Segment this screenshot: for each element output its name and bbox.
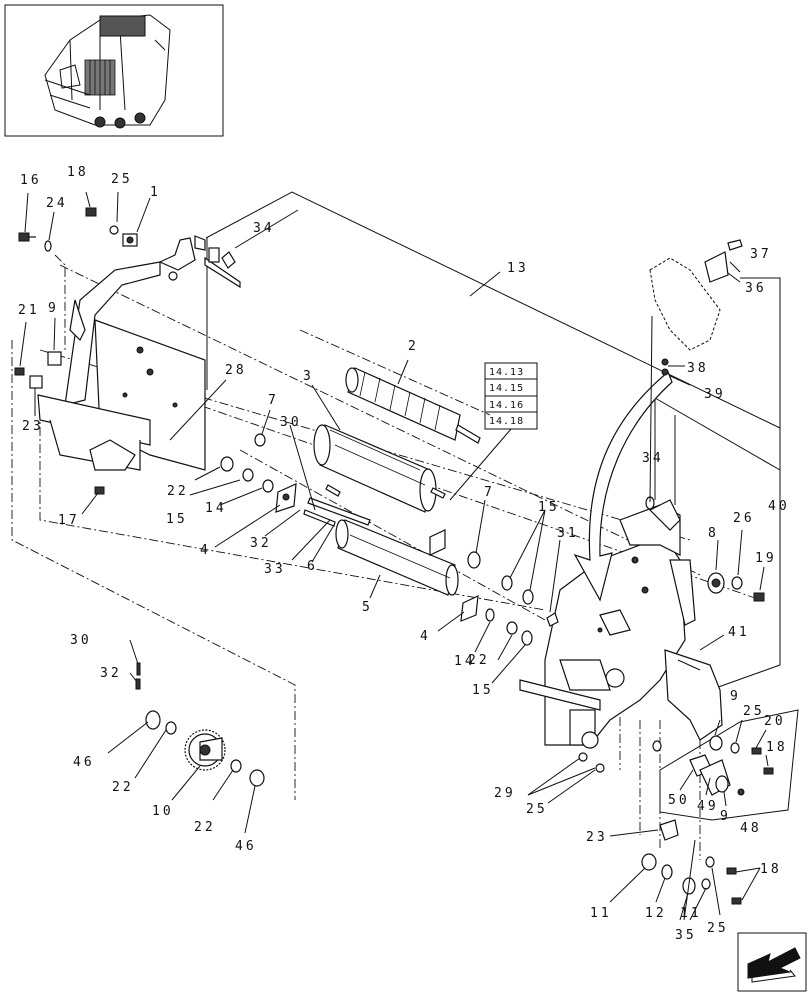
callout-16[interactable]: 16: [20, 173, 42, 188]
callout-40[interactable]: 40: [768, 499, 790, 514]
sprocket-assembly-part-10[interactable]: [135, 662, 265, 787]
callout-22[interactable]: 22: [112, 780, 134, 795]
callout-11[interactable]: 11: [590, 906, 612, 921]
callout-18[interactable]: 18: [760, 862, 782, 877]
callout-3[interactable]: 3: [303, 369, 314, 384]
leader-lines: [205, 191, 781, 691]
sprocket-gear: [184, 729, 226, 771]
reference-entry[interactable]: 14.18: [489, 416, 524, 427]
assembly-direction-arrow: [573, 371, 673, 602]
callout-31[interactable]: 31: [557, 526, 579, 541]
callout-7[interactable]: 7: [268, 393, 279, 408]
reference-entry[interactable]: 14.16: [489, 400, 524, 411]
callout-28[interactable]: 28: [225, 363, 247, 378]
callout-30[interactable]: 30: [280, 415, 302, 430]
drive-shaft-part-6[interactable]: [303, 497, 371, 527]
callout-25[interactable]: 25: [526, 802, 548, 817]
callout-22[interactable]: 22: [468, 653, 490, 668]
arrow-down-left-icon: [747, 947, 801, 979]
callout-11[interactable]: 11: [680, 906, 702, 921]
callout-12[interactable]: 12: [645, 906, 667, 921]
callout-35[interactable]: 35: [675, 928, 697, 943]
callout-25[interactable]: 25: [111, 172, 133, 187]
callout-50[interactable]: 50: [668, 793, 690, 808]
callout-32[interactable]: 32: [250, 536, 272, 551]
callout-22[interactable]: 22: [167, 484, 189, 499]
callout-26[interactable]: 26: [733, 511, 755, 526]
callout-22[interactable]: 22: [194, 820, 216, 835]
overview-thumbnail[interactable]: [4, 4, 224, 137]
callout-18[interactable]: 18: [766, 740, 788, 755]
callout-9[interactable]: 9: [730, 689, 741, 704]
callout-25[interactable]: 25: [743, 704, 765, 719]
bracket-part-36[interactable]: [649, 239, 743, 351]
upper-left-bracket[interactable]: [158, 235, 206, 281]
callout-14[interactable]: 14: [454, 654, 476, 669]
callout-4[interactable]: 4: [420, 629, 431, 644]
roller-part-5[interactable]: [335, 519, 459, 596]
callout-20[interactable]: 20: [764, 714, 786, 729]
callout-29[interactable]: 29: [494, 786, 516, 801]
callout-1[interactable]: 1: [150, 185, 161, 200]
callout-23[interactable]: 23: [22, 419, 44, 434]
callout-49[interactable]: 49: [697, 799, 719, 814]
callout-15[interactable]: 15: [166, 512, 188, 527]
reference-box[interactable]: 14.13 14.15 14.16 14.18: [449, 362, 538, 501]
reference-entry[interactable]: 14.15: [489, 383, 524, 394]
callout-30[interactable]: 30: [70, 633, 92, 648]
thumbnail-baler-illustration: [44, 14, 171, 129]
callout-2[interactable]: 2: [408, 339, 419, 354]
callout-leaders: [19, 191, 769, 921]
callout-37[interactable]: 37: [750, 247, 772, 262]
callout-6[interactable]: 6: [307, 559, 318, 574]
callout-25[interactable]: 25: [707, 921, 729, 936]
callout-21[interactable]: 21: [18, 303, 40, 318]
left-side-frame[interactable]: [37, 261, 206, 471]
callout-48[interactable]: 48: [740, 821, 762, 836]
callout-10[interactable]: 10: [152, 804, 174, 819]
callout-17[interactable]: 17: [58, 513, 80, 528]
callout-13[interactable]: 13: [507, 261, 529, 276]
callout-32[interactable]: 32: [100, 666, 122, 681]
callout-19[interactable]: 19: [755, 551, 777, 566]
callout-46[interactable]: 46: [73, 755, 95, 770]
callout-34[interactable]: 34: [253, 221, 275, 236]
right-side-frame[interactable]: [519, 499, 696, 749]
callout-36[interactable]: 36: [745, 281, 767, 296]
callout-34[interactable]: 34: [642, 451, 664, 466]
callout-15[interactable]: 15: [472, 683, 494, 698]
callout-8[interactable]: 8: [708, 526, 719, 541]
callout-labels: 16 18 25 24 1 34 13 37 36 21 9 2 28 3 38…: [18, 165, 790, 943]
callout-23[interactable]: 23: [586, 830, 608, 845]
callout-46[interactable]: 46: [235, 839, 257, 854]
callout-39[interactable]: 39: [704, 387, 726, 402]
roller-part-2[interactable]: [345, 367, 481, 444]
shaft-part-34[interactable]: [204, 247, 241, 289]
roller-part-3[interactable]: [313, 424, 446, 513]
callout-14[interactable]: 14: [205, 501, 227, 516]
callout-9[interactable]: 9: [48, 301, 59, 316]
callout-9[interactable]: 9: [720, 809, 731, 824]
next-page-button[interactable]: [737, 932, 807, 992]
cover-part-41[interactable]: [664, 649, 723, 741]
callout-38[interactable]: 38: [687, 361, 709, 376]
callout-5[interactable]: 5: [362, 600, 373, 615]
callout-15[interactable]: 15: [538, 500, 560, 515]
hardware-parts: [14, 207, 799, 905]
callout-33[interactable]: 33: [264, 562, 286, 577]
callout-18[interactable]: 18: [67, 165, 89, 180]
callout-7[interactable]: 7: [484, 485, 495, 500]
reference-entry[interactable]: 14.13: [489, 367, 524, 378]
callout-41[interactable]: 41: [728, 625, 750, 640]
callout-24[interactable]: 24: [46, 196, 68, 211]
callout-4[interactable]: 4: [200, 543, 211, 558]
